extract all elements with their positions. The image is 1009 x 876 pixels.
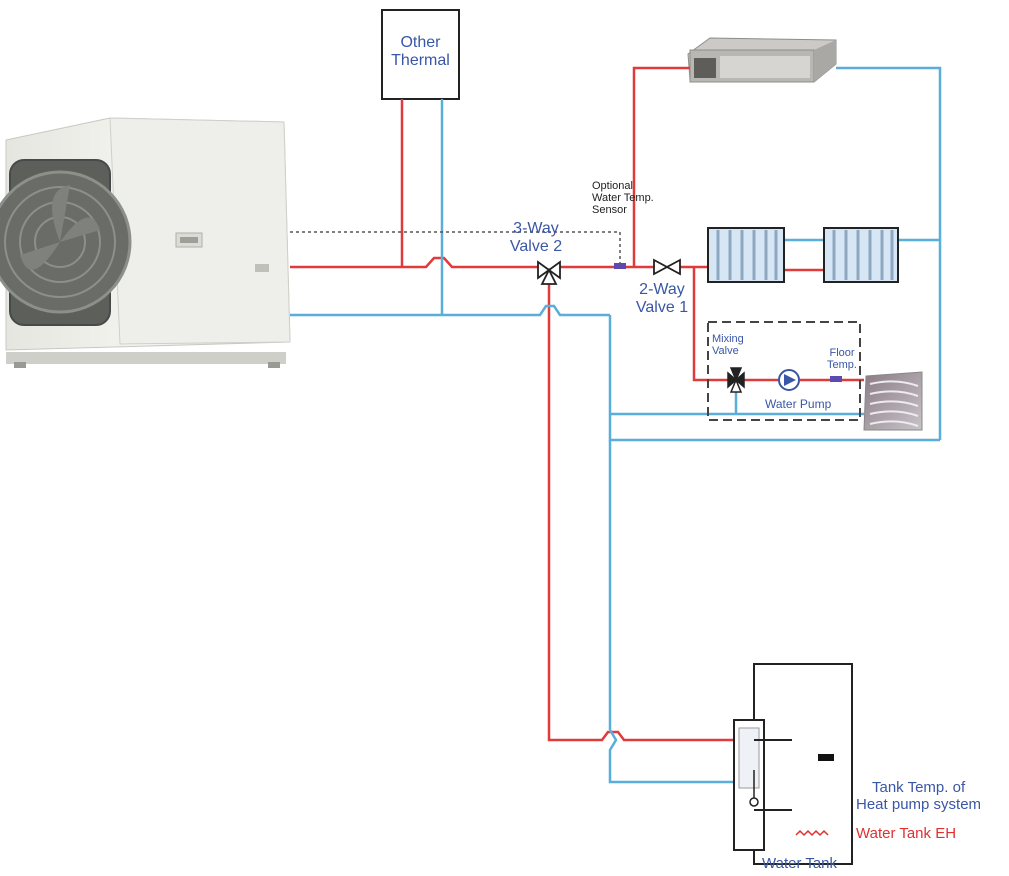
water-temp-sensor-icon xyxy=(614,263,626,269)
floor-heating-icon xyxy=(863,371,923,431)
mixing-valve-label: Mixing Valve xyxy=(712,333,744,357)
three-way-line2: Valve 2 xyxy=(509,237,563,255)
water-tank-eh-label: Water Tank EH xyxy=(856,825,957,842)
radiator-icon xyxy=(707,227,785,283)
mixing-valve-icon xyxy=(727,367,745,393)
optional-line1: Optional xyxy=(592,180,633,192)
sensor-signal-line xyxy=(290,231,621,264)
optional-line3: Sensor xyxy=(592,204,627,217)
other-thermal-line1: Other xyxy=(400,34,441,51)
heat-pump-outdoor-unit-icon xyxy=(0,117,291,368)
hot-water-pipes xyxy=(290,66,864,742)
mixing-line2: Valve xyxy=(712,345,739,358)
tank-temp-line2: Heat pump system xyxy=(856,795,982,813)
mixing-zone-box xyxy=(707,321,861,421)
two-way-line2: Valve 1 xyxy=(635,298,689,316)
two-way-valve-icon xyxy=(653,258,681,276)
three-way-valve-icon xyxy=(537,260,561,285)
tank-temp-label: Tank Temp. of Heat pump system xyxy=(856,779,982,813)
three-way-valve-label: 3-Way Valve 2 xyxy=(500,220,572,255)
two-way-valve-label: 2-Way Valve 1 xyxy=(626,281,698,316)
floor-temp-sensor-icon xyxy=(830,376,842,382)
other-thermal-box xyxy=(381,9,460,100)
two-way-line1: 2-Way xyxy=(639,281,685,298)
floor-line2: Temp. xyxy=(827,359,857,372)
water-tank-icon xyxy=(733,663,853,865)
other-thermal-label: Other Thermal xyxy=(384,34,457,69)
water-tank-label: Water Tank xyxy=(762,855,838,872)
cold-water-pipes xyxy=(290,66,942,784)
optional-line2: Water Temp. xyxy=(592,192,654,205)
floor-temp-label: Floor Temp. xyxy=(822,347,862,371)
floor-line1: Floor xyxy=(829,347,855,359)
water-pump-label: Water Pump xyxy=(765,397,832,411)
optional-sensor-label: Optional Water Temp. Sensor xyxy=(592,180,654,216)
ducted-fan-coil-icon xyxy=(687,37,837,83)
radiator-icon xyxy=(823,227,899,283)
water-pump-icon xyxy=(778,369,800,391)
mixing-line1: Mixing xyxy=(712,333,744,345)
tank-temp-line1: Tank Temp. of xyxy=(872,779,966,796)
other-thermal-line2: Thermal xyxy=(391,51,450,69)
three-way-line1: 3-Way xyxy=(513,220,559,237)
